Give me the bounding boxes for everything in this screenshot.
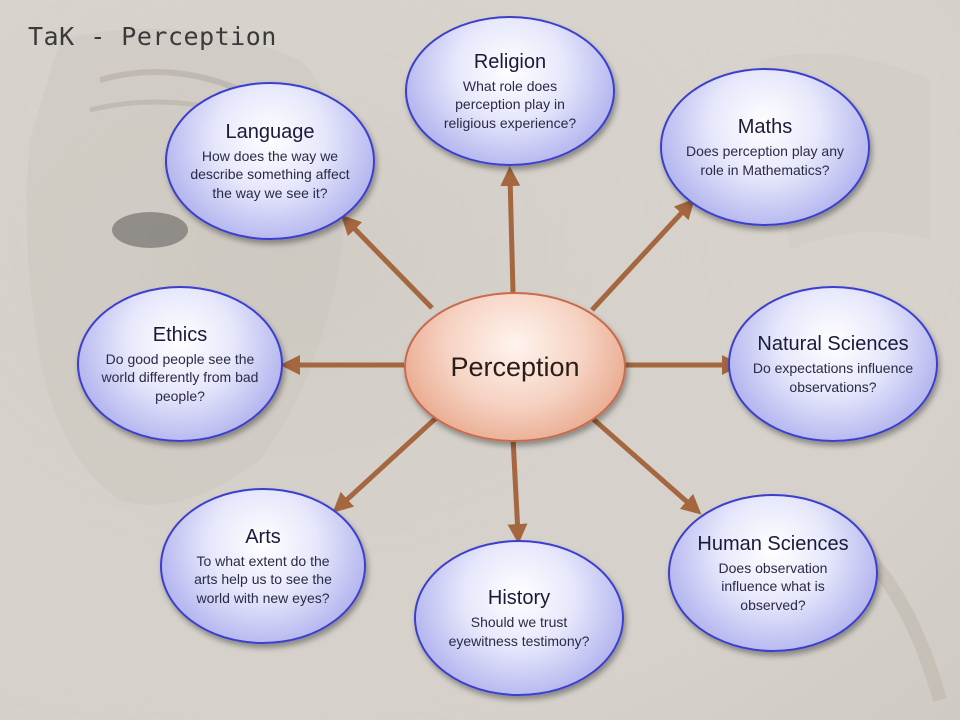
- arrow-to-arts: [332, 416, 438, 513]
- slide-title: TaK - Perception: [28, 22, 277, 51]
- arrow-to-human-sciences: [590, 416, 702, 515]
- arrow-to-language: [341, 214, 434, 310]
- node-human-sciences: Human Sciences Does observation influenc…: [668, 494, 878, 652]
- node-maths: Maths Does perception play any role in M…: [660, 68, 870, 226]
- node-history-text: Should we trust eyewitness testimony?: [448, 614, 590, 649]
- node-ethics: Ethics Do good people see the world diff…: [77, 286, 283, 442]
- center-node: Perception: [404, 292, 626, 442]
- node-arts: Arts To what extent do the arts help us …: [160, 488, 366, 644]
- node-ethics-text: Do good people see the world differently…: [101, 351, 259, 404]
- node-natural-sciences-text: Do expectations influence observations?: [752, 360, 914, 395]
- node-arts-title: Arts: [245, 526, 281, 549]
- node-language: Language How does the way we describe so…: [165, 82, 375, 240]
- node-natural-sciences: Natural Sciences Do expectations influen…: [728, 286, 938, 442]
- arrow-to-maths: [590, 198, 695, 312]
- node-religion-title: Religion: [473, 51, 547, 74]
- node-human-sciences-title: Human Sciences: [697, 533, 849, 556]
- node-maths-text: Does perception play any role in Mathema…: [686, 143, 844, 178]
- node-human-sciences-text: Does observation influence what is obser…: [718, 560, 828, 613]
- node-ethics-title: Ethics: [152, 324, 208, 347]
- node-maths-title: Maths: [737, 116, 793, 139]
- arrow-to-religion: [500, 166, 521, 293]
- node-arts-text: To what extent do the arts help us to se…: [194, 553, 332, 606]
- center-node-label: Perception: [450, 351, 580, 382]
- node-religion: Religion What role does perception play …: [405, 16, 615, 166]
- node-language-title: Language: [225, 121, 315, 144]
- node-natural-sciences-title: Natural Sciences: [757, 333, 909, 356]
- node-history: History Should we trust eyewitness testi…: [414, 540, 624, 696]
- node-history-title: History: [487, 587, 551, 610]
- arrow-to-history: [507, 437, 528, 544]
- node-language-text: How does the way we describe something a…: [190, 148, 350, 201]
- node-religion-text: What role does perception play in religi…: [443, 78, 577, 131]
